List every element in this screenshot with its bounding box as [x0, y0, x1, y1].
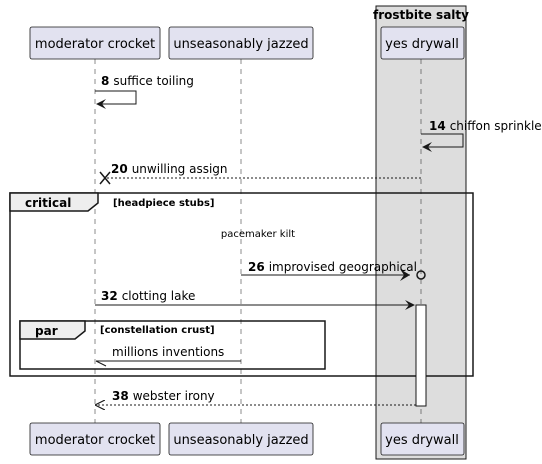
- fragment-keyword: par: [35, 324, 58, 338]
- message-webster-irony: 38 webster irony: [96, 389, 416, 405]
- participant-label: yes drywall: [385, 433, 459, 448]
- message-number: 8: [101, 74, 109, 88]
- fragment-guard: [headpiece stubs]: [113, 198, 214, 209]
- message-text: unwilling assign: [132, 162, 228, 176]
- fragment-guard: [constellation crust]: [100, 325, 215, 336]
- box-title: frostbite salty: [373, 8, 469, 22]
- divider-label: pacemaker kilt: [221, 229, 295, 240]
- participant-moderator-crocket-top[interactable]: moderator crocket: [29, 26, 161, 60]
- message-text: millions inventions: [112, 345, 224, 359]
- message-number: 26: [248, 260, 265, 274]
- message-clotting-lake: 32 clotting lake: [95, 289, 415, 310]
- fragment-keyword: critical: [25, 196, 71, 210]
- participant-moderator-crocket-bottom[interactable]: moderator crocket: [29, 422, 161, 456]
- participant-label: unseasonably jazzed: [173, 37, 308, 52]
- message-text: improvised geographical: [269, 260, 417, 274]
- participant-label: moderator crocket: [35, 433, 155, 448]
- participant-unseasonably-jazzed-top[interactable]: unseasonably jazzed: [168, 26, 314, 60]
- participant-yes-drywall-top[interactable]: yes drywall: [380, 26, 465, 60]
- message-text: webster irony: [133, 389, 215, 403]
- message-unwilling-assign: 20 unwilling assign: [99, 162, 421, 185]
- message-text: suffice toiling: [113, 74, 194, 88]
- message-millions-inventions: millions inventions: [95, 345, 241, 367]
- participant-label: moderator crocket: [35, 37, 155, 52]
- message-number: 14: [429, 119, 446, 133]
- message-text: clotting lake: [122, 289, 196, 303]
- destroy-cross-icon: [99, 171, 111, 185]
- message-number: 38: [112, 389, 129, 403]
- participant-label: yes drywall: [385, 37, 459, 52]
- message-improvised-geographical: 26 improvised geographical: [241, 260, 426, 281]
- fragment-par: par [constellation crust]: [19, 320, 326, 370]
- message-chiffon-sprinkler: 14 chiffon sprinkler: [421, 119, 542, 152]
- message-number: 32: [101, 289, 118, 303]
- message-suffice-toiling: 8 suffice toiling: [95, 74, 194, 109]
- message-number: 20: [111, 162, 128, 176]
- message-text: chiffon sprinkler: [450, 119, 542, 133]
- found-circle-icon: [416, 270, 426, 280]
- participant-yes-drywall-bottom[interactable]: yes drywall: [380, 422, 465, 456]
- participant-unseasonably-jazzed-bottom[interactable]: unseasonably jazzed: [168, 422, 314, 456]
- activation-bar-yes-drywall: [415, 304, 427, 407]
- fragment-critical: critical [headpiece stubs]: [9, 192, 474, 377]
- participant-label: unseasonably jazzed: [173, 433, 308, 448]
